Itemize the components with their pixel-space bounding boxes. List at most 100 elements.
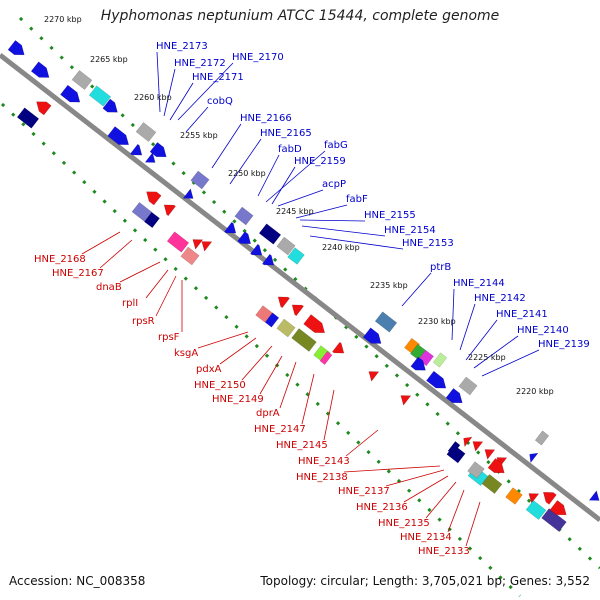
- gene-60: [487, 458, 505, 474]
- gene-33: [303, 314, 326, 333]
- scale-tick-label: 2235 kbp: [370, 281, 408, 290]
- gene-label-forward: HNE_2172: [174, 58, 226, 69]
- gene-label-forward: HNE_2140: [517, 325, 569, 336]
- leader-line: [451, 288, 455, 341]
- leader-line: [301, 373, 315, 425]
- gene-features: [7, 40, 600, 532]
- gene-4: [60, 84, 81, 103]
- gene-label-reverse: pdxA: [196, 364, 222, 375]
- gene-3: [88, 85, 112, 107]
- gene-label-forward: HNE_2170: [232, 52, 284, 63]
- topology-summary: Topology: circular; Length: 3,705,021 bp…: [260, 574, 590, 588]
- gene-label-forward: HNE_2159: [294, 156, 346, 167]
- gene-29: [262, 253, 275, 266]
- gene-1: [30, 61, 50, 78]
- leader-line: [323, 389, 335, 441]
- gene-13: [36, 101, 52, 116]
- scale-tick-label: 2255 kbp: [180, 131, 218, 140]
- gene-16: [163, 204, 176, 217]
- leader-line: [185, 106, 209, 133]
- leader-line: [271, 166, 296, 205]
- gene-21: [201, 241, 213, 252]
- gene-41: [374, 311, 398, 333]
- leader-line: [259, 355, 283, 395]
- gene-label-forward: HNE_2165: [260, 128, 312, 139]
- gene-9: [130, 143, 143, 156]
- leader-line: [279, 361, 297, 409]
- scale-tick-label: 2250 kbp: [228, 169, 266, 178]
- gene-label-forward: fabG: [324, 140, 348, 151]
- backbone-line: [0, 53, 600, 522]
- leader-line: [197, 331, 249, 349]
- leader-line: [169, 82, 194, 121]
- leader-line: [156, 51, 161, 113]
- gene-label-forward: HNE_2141: [496, 309, 548, 320]
- gene-61: [505, 487, 523, 505]
- gene-42: [362, 327, 382, 344]
- leader-line: [345, 429, 379, 457]
- gene-label-reverse: HNE_2149: [212, 394, 264, 405]
- gene-label-reverse: dprA: [256, 408, 280, 419]
- gene-28: [287, 247, 305, 265]
- gene-label-forward: HNE_2173: [156, 41, 208, 52]
- gene-67: [368, 371, 380, 382]
- gene-59: [467, 461, 485, 479]
- leader-line: [401, 272, 432, 307]
- gene-49: [445, 388, 463, 404]
- gene-label-reverse: HNE_2167: [52, 268, 104, 279]
- gene-label-reverse: HNE_2135: [378, 518, 430, 529]
- gene-70: [529, 452, 539, 464]
- gene-56: [447, 441, 461, 455]
- gene-50: [458, 376, 478, 396]
- accession-text: Accession: NC_008358: [9, 574, 146, 588]
- leader-line: [301, 225, 386, 237]
- gene-label-reverse: HNE_2133: [418, 546, 470, 557]
- gene-label-forward: HNE_2144: [453, 278, 505, 289]
- leader-line: [481, 349, 540, 377]
- gene-40: [332, 341, 345, 354]
- label-leader-lines: [81, 51, 540, 547]
- gene-39: [319, 351, 333, 365]
- gene-label-forward: HNE_2155: [364, 210, 416, 221]
- scale-tick-label: 2265 kbp: [90, 55, 128, 64]
- scale-tick-label: 2230 kbp: [418, 317, 456, 326]
- leader-line: [99, 239, 133, 269]
- gene-label-reverse: HNE_2147: [254, 424, 306, 435]
- leader-line: [265, 150, 326, 203]
- gene-8: [149, 142, 167, 158]
- leader-line: [425, 481, 457, 519]
- gene-36: [276, 318, 296, 338]
- leader-line: [211, 123, 242, 169]
- leader-line: [343, 465, 441, 473]
- gene-label-reverse: HNE_2134: [400, 532, 452, 543]
- gene-label-reverse: HNE_2138: [296, 472, 348, 483]
- gene-label-forward: cobQ: [207, 96, 233, 107]
- map-title: Hyphomonas neptunium ATCC 15444, complet…: [100, 8, 500, 24]
- gene-label-forward: HNE_2153: [402, 238, 454, 249]
- gene-label-reverse: dnaB: [96, 282, 122, 293]
- gene-20: [192, 239, 204, 250]
- leader-line: [465, 319, 498, 361]
- gene-label-reverse: HNE_2137: [338, 486, 390, 497]
- gene-label-forward: HNE_2171: [192, 72, 244, 83]
- gene-69: [534, 430, 550, 446]
- gene-5: [102, 98, 118, 113]
- leader-line: [465, 501, 481, 547]
- gene-25: [237, 231, 252, 244]
- gene-62: [528, 493, 540, 504]
- backbone-line-group: [0, 53, 600, 522]
- gene-label-forward: acpP: [322, 179, 346, 190]
- scale-tick-label: 2260 kbp: [134, 93, 172, 102]
- gene-label-reverse: HNE_2145: [276, 440, 328, 451]
- gene-label-forward: ptrB: [430, 262, 451, 273]
- gene-label-forward: fabD: [278, 144, 302, 155]
- gene-label-forward: HNE_2139: [538, 339, 590, 350]
- gene-31: [277, 296, 290, 309]
- gene-35: [264, 312, 280, 328]
- leader-line: [295, 204, 348, 219]
- gene-label-forward: HNE_2154: [384, 225, 436, 236]
- gene-11: [190, 170, 210, 190]
- gene-15: [146, 191, 162, 206]
